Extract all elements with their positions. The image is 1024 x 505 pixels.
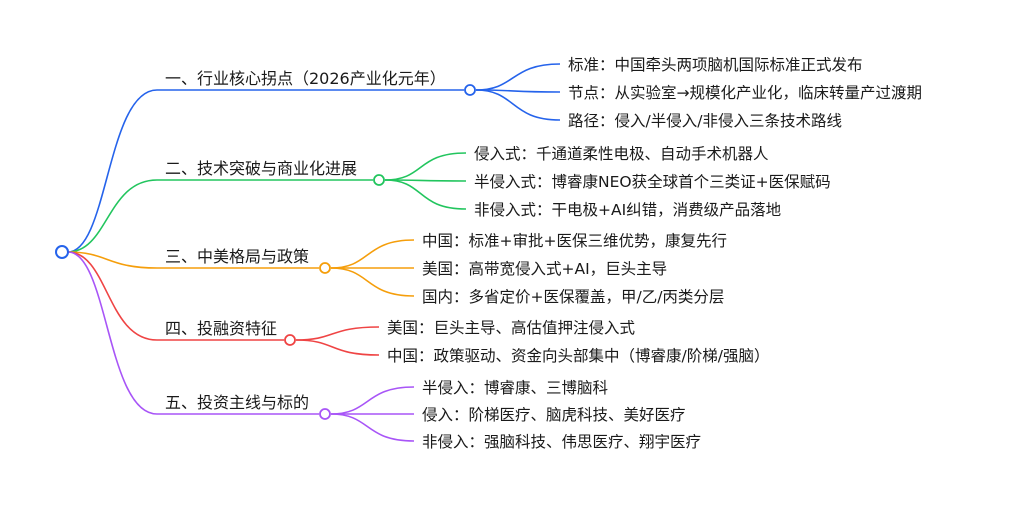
connector-branch-2-leaf-1	[384, 152, 467, 181]
connector-branch-1-leaf-3	[475, 89, 561, 121]
branch-1-leaf-2: 节点：从实验室→规模化产业化，临床转量产过渡期	[568, 84, 922, 102]
branch-2-leaf-1: 侵入式：千通道柔性电极、自动手术机器人	[474, 145, 769, 163]
branch-3-leaf-2: 美国：高带宽侵入式+AI，巨头主导	[422, 260, 667, 278]
branch-4-node-circle[interactable]	[284, 334, 296, 346]
connector-root-branch-2	[67, 179, 158, 253]
branch-3-leaf-1: 中国：标准+审批+医保三维优势，康复先行	[422, 232, 727, 250]
branch-1-leaf-3: 路径：侵入/半侵入/非侵入三条技术路线	[568, 112, 842, 130]
nodes: 一、行业核心拐点（2026产业化元年） 标准：中国牵头两项脑机国际标准正式发布节点…	[55, 56, 922, 451]
branch-2-label: 二、技术突破与商业化进展	[165, 159, 357, 178]
branch-1-leaf-1: 标准：中国牵头两项脑机国际标准正式发布	[568, 56, 863, 74]
connector-root-branch-5	[67, 251, 158, 415]
branch-3-label: 三、中美格局与政策	[165, 247, 309, 266]
branch-1-node-circle[interactable]	[464, 84, 476, 96]
branch-4-leaf-1: 美国：巨头主导、高估值押注侵入式	[387, 319, 635, 337]
branch-1-label: 一、行业核心拐点（2026产业化元年）	[165, 69, 446, 88]
branch-3-node-circle[interactable]	[319, 262, 331, 274]
branch-2-leaf-3: 非侵入式：干电极+AI纠错，消费级产品落地	[474, 201, 781, 219]
branch-5-leaf-3: 非侵入：强脑科技、伟思医疗、翔宇医疗	[422, 433, 701, 451]
branch-2-leaf-2: 半侵入式：博睿康NEO获全球首个三类证+医保赋码	[474, 173, 831, 191]
branch-2-node-circle[interactable]	[373, 174, 385, 186]
branch-5-leaf-2: 侵入：阶梯医疗、脑虎科技、美好医疗	[422, 406, 686, 424]
connector-branch-4-leaf-2	[295, 339, 380, 356]
branch-5-node-circle[interactable]	[319, 408, 331, 420]
connector-root-branch-3	[67, 251, 158, 269]
connectors	[67, 63, 561, 442]
connector-root-branch-1	[67, 89, 158, 253]
branch-5-label: 五、投资主线与标的	[165, 393, 309, 412]
connector-root-branch-4	[67, 251, 158, 341]
connector-branch-3-leaf-1	[330, 239, 415, 269]
branch-4-label: 四、投融资特征	[165, 319, 277, 338]
connector-branch-1-leaf-1	[475, 63, 561, 91]
branch-3-leaf-3: 国内：多省定价+医保覆盖，甲/乙/丙类分层	[422, 288, 724, 306]
branch-4-leaf-2: 中国：政策驱动、资金向头部集中（博睿康/阶梯/强脑）	[387, 347, 769, 365]
connector-branch-4-leaf-1	[295, 326, 380, 341]
connector-branch-5-leaf-1	[330, 386, 415, 415]
root-node-circle[interactable]	[55, 245, 69, 259]
connector-branch-3-leaf-3	[330, 267, 415, 297]
branch-5-leaf-1: 半侵入：博睿康、三博脑科	[422, 379, 608, 397]
connector-branch-2-leaf-3	[384, 179, 467, 210]
connector-branch-5-leaf-3	[330, 413, 415, 442]
